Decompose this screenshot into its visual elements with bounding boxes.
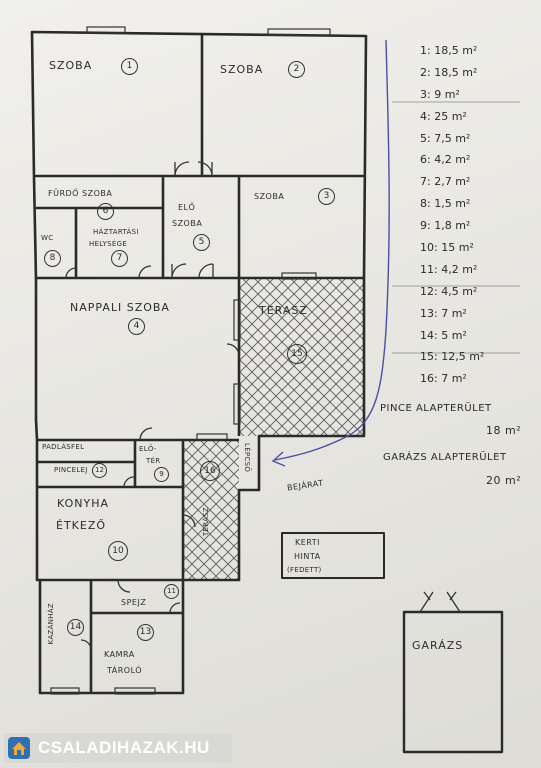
room-label-elo: ELŐ xyxy=(178,203,196,212)
area-row-2: 2: 18,5 m² xyxy=(420,65,478,79)
room-label-padlasfel: PADLÁSFEL xyxy=(42,443,85,451)
room-number-1: 1 xyxy=(121,58,138,75)
area-row-10: 10: 15 m² xyxy=(420,241,474,255)
room-number-4: 4 xyxy=(128,318,145,335)
room-label-nappali-szoba: NAPPALI SZOBA xyxy=(70,301,170,314)
outer-wall xyxy=(30,30,368,695)
area-row-7: 7: 2,7 m² xyxy=(420,175,471,189)
garage-box xyxy=(402,610,504,754)
room-label-etkezo: ÉTKEZŐ xyxy=(56,519,107,532)
room-number-8: 8 xyxy=(44,250,61,267)
area-list: 1: 18,5 m² 2: 18,5 m² 3: 9 m² 4: 25 m² 5… xyxy=(420,40,484,390)
room-number-11: 11 xyxy=(164,584,179,599)
room-label-terasz-15: TERASZ xyxy=(259,304,308,317)
room-number-3: 3 xyxy=(318,188,335,205)
kerti-hinta-box xyxy=(281,532,385,579)
room-label-eloszoba: SZOBA xyxy=(172,219,203,228)
house-logo-icon xyxy=(8,737,30,759)
area-row-15: 15: 12,5 m² xyxy=(420,350,485,364)
room-label-spejz: SPEJZ xyxy=(121,598,147,607)
area-row-11: 11: 4,2 m² xyxy=(420,262,478,276)
garazs-area-title: GARÁZS ALAPTERÜLET xyxy=(383,452,507,463)
room-label-konyha: KONYHA xyxy=(57,497,110,510)
room-label-szoba-3: SZOBA xyxy=(254,192,285,201)
room-number-9: 9 xyxy=(154,467,169,482)
area-row-12: 12: 4,5 m² xyxy=(420,284,478,298)
room-number-2: 2 xyxy=(288,61,305,78)
room-label-elo-ter: ELŐ- xyxy=(139,445,157,453)
area-row-1: 1: 18,5 m² xyxy=(420,44,478,57)
watermark-logo: CSALADIHAZAK.HU xyxy=(4,733,232,763)
room-label-furdo-szoba: FÜRDŐ SZOBA xyxy=(48,189,113,198)
room-number-14: 14 xyxy=(67,619,84,636)
garazs-area-value: 20 m² xyxy=(486,474,522,487)
pince-area-value: 18 m² xyxy=(486,424,522,437)
garage-label: GARÁZS xyxy=(412,639,464,652)
room-label-haztartasi: HÁZTARTÁSI xyxy=(93,228,139,236)
room-number-12: 12 xyxy=(92,463,107,478)
room-number-13: 13 xyxy=(137,624,154,641)
area-row-14: 14: 5 m² xyxy=(420,328,467,342)
room-number-15: 15 xyxy=(287,344,307,364)
area-row-6: 6: 4,2 m² xyxy=(420,153,471,167)
room-label-tarolo: TÁROLÓ xyxy=(107,666,143,675)
pince-area-title: PINCE ALAPTERÜLET xyxy=(380,403,492,414)
area-row-5: 5: 7,5 m² xyxy=(420,131,471,145)
area-row-13: 13: 7 m² xyxy=(420,306,467,320)
room-number-16: 16 xyxy=(200,461,220,481)
area-row-3: 3: 9 m² xyxy=(420,87,460,101)
area-row-16: 16: 7 m² xyxy=(420,372,467,386)
room-label-kazanhaz: KAZÁNHÁZ xyxy=(47,603,55,645)
room-label-ter: TÉR xyxy=(146,457,161,465)
room-label-wc: WC xyxy=(41,234,54,242)
area-row-9: 9: 1,8 m² xyxy=(420,219,471,233)
room-label-szoba-2: SZOBA xyxy=(220,63,264,76)
room-label-lepcso: LÉPCSŐ xyxy=(243,443,251,473)
room-label-szoba-1: SZOBA xyxy=(49,59,93,72)
room-number-5: 5 xyxy=(193,234,210,251)
room-number-7: 7 xyxy=(111,250,128,267)
room-label-helysege: HELYSÉGE xyxy=(89,240,128,248)
room-label-pince: PINCELEJ xyxy=(54,466,88,474)
room-number-6: 6 xyxy=(97,203,114,220)
area-row-8: 8: 1,5 m² xyxy=(420,197,471,211)
room-label-kamra: KAMRA xyxy=(104,650,135,659)
area-row-4: 4: 25 m² xyxy=(420,109,467,123)
room-label-terasz-16: TERASZ xyxy=(202,507,210,537)
kerti-hinta-label-3: (FEDETT) xyxy=(287,566,322,574)
kerti-hinta-label-2: HINTA xyxy=(294,552,321,561)
watermark-text: CSALADIHAZAK.HU xyxy=(38,738,210,757)
room-number-10: 10 xyxy=(108,541,128,561)
kerti-hinta-label-1: KERTI xyxy=(295,538,321,547)
